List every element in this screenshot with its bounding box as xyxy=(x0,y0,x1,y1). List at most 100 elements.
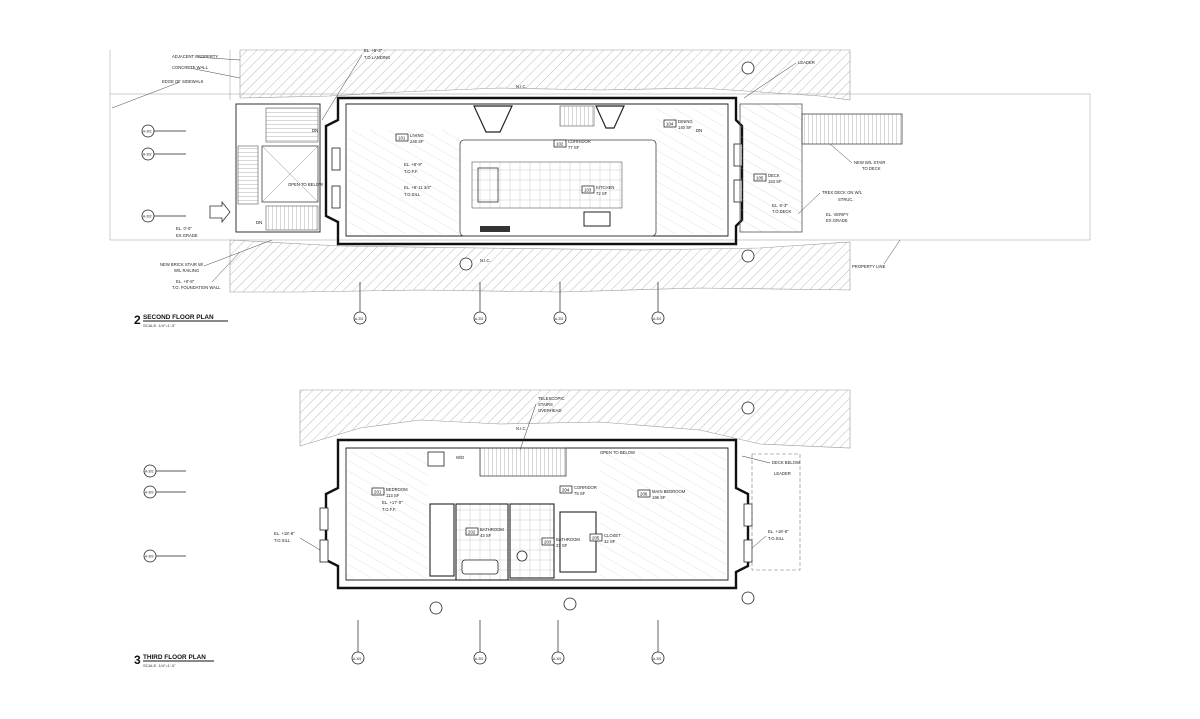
note-nic-top: N.I.C. xyxy=(516,84,527,89)
svg-text:2: 2 xyxy=(134,313,141,327)
window xyxy=(743,503,753,527)
section-bubble-3f-1: A-301 xyxy=(351,620,365,665)
grid-bubble xyxy=(741,249,755,263)
room-tag-103: 103 KITCHEN 72 SF xyxy=(581,185,614,196)
svg-text:37 SF: 37 SF xyxy=(556,543,568,548)
svg-text:SCALE: 1/4"=1'-0": SCALE: 1/4"=1'-0" xyxy=(143,323,176,328)
note-open-to-below-3f: OPEN TO BELOW xyxy=(600,450,635,455)
svg-text:A-302: A-302 xyxy=(143,153,152,157)
svg-text:204: 204 xyxy=(562,488,570,493)
svg-text:A-302: A-302 xyxy=(145,470,154,474)
dining-floor-hatch xyxy=(656,108,724,234)
leader-line xyxy=(751,535,767,549)
svg-text:SCALE: 1/4"=1'-0": SCALE: 1/4"=1'-0" xyxy=(143,663,176,668)
svg-text:MAIN BEDROOM: MAIN BEDROOM xyxy=(652,489,686,494)
note-toff-3f: T.O.F.F. xyxy=(382,507,396,512)
note-wl-railing: W/L RAILING xyxy=(174,268,199,273)
note-adjacent-property: ADJACENT PROPERTY xyxy=(172,54,218,59)
stair-treads xyxy=(265,107,319,143)
note-edge-of-sidewalk: EDGE OF SIDEWALK xyxy=(162,79,204,84)
note-nic-3f: N.I.C. xyxy=(516,426,527,431)
svg-text:A-302: A-302 xyxy=(143,215,152,219)
note-struc: STRUC. xyxy=(838,197,854,202)
grid-bubble xyxy=(741,591,755,605)
exterior-wall-3f xyxy=(324,438,750,590)
svg-text:102: 102 xyxy=(556,142,564,147)
dn-label: DN xyxy=(256,220,262,225)
svg-text:206: 206 xyxy=(640,492,648,497)
chimney-chase xyxy=(595,105,625,129)
elevation-bubble-left-3: A-302 xyxy=(141,209,186,223)
svg-text:205: 205 xyxy=(592,536,600,541)
new-wl-stair xyxy=(801,113,903,145)
svg-text:203: 203 xyxy=(544,540,552,545)
elevation-bubble-left-3f-1: A-302 xyxy=(143,464,186,478)
closet-201 xyxy=(429,503,455,577)
section-bubble-3: A-301 xyxy=(553,282,567,325)
window xyxy=(331,147,341,171)
note-property-line: PROPERTY LINE xyxy=(852,264,886,269)
elevation-bubble-left-2: A-302 xyxy=(141,147,186,161)
note-nic-bottom: N.I.C. xyxy=(480,258,491,263)
note-el-verify: EL. VERIFY xyxy=(826,212,849,217)
third-floor-plan: TELESCOPIC STAIRS OVERHEAD N.I.C. OPEN T… xyxy=(134,389,851,668)
plan-title-2: 2 SECOND FLOOR PLAN SCALE: 1/4"=1'-0" xyxy=(134,313,228,328)
room-tag-202: 202 BATHROOM 43 SF xyxy=(465,527,504,538)
svg-text:A-301: A-301 xyxy=(475,657,484,661)
svg-text:43 SF: 43 SF xyxy=(480,533,492,538)
leader-line xyxy=(829,143,853,164)
leader-line xyxy=(111,81,181,109)
section-bubble-3f-3: A-301 xyxy=(551,620,565,665)
void-diagonal xyxy=(261,145,319,203)
leader-line xyxy=(195,56,241,61)
living-floor-hatch xyxy=(348,130,460,234)
svg-text:113 SF: 113 SF xyxy=(386,493,400,498)
svg-text:A-301: A-301 xyxy=(555,317,564,321)
section-bubble-2: A-301 xyxy=(473,282,487,325)
note-to-deck-stair: TO DECK xyxy=(862,166,881,171)
svg-text:72 SF: 72 SF xyxy=(596,191,608,196)
bathtub xyxy=(461,559,499,575)
leader-line xyxy=(211,251,241,283)
window xyxy=(319,539,329,563)
window xyxy=(743,539,753,563)
note-el-ext-grade: EL. 0'-0" xyxy=(176,226,192,231)
svg-text:LIVING: LIVING xyxy=(410,133,424,138)
telescopic-stair xyxy=(479,447,567,477)
note-new-brick-stair: NEW BRICK STAIR W/ xyxy=(160,262,204,267)
note-ext-grade: EX.GRADE xyxy=(176,233,198,238)
room-tag-205: 205 CLOSET 32 SF xyxy=(589,533,621,544)
trex-deck xyxy=(739,103,803,233)
washer-dryer xyxy=(427,451,445,467)
svg-text:101: 101 xyxy=(398,136,406,141)
grid-bubble xyxy=(741,61,755,75)
adjacent-property-hatch-3f xyxy=(299,389,851,449)
svg-text:BATHROOM: BATHROOM xyxy=(556,537,580,542)
svg-text:SECOND FLOOR PLAN: SECOND FLOOR PLAN xyxy=(143,314,214,321)
main-bedroom-floor-hatch xyxy=(600,452,726,578)
note-concrete-wall: CONCRETE WALL xyxy=(172,65,209,70)
note-telescopic: TELESCOPIC xyxy=(538,396,565,401)
note-to-sill-left: T.O.SILL xyxy=(274,538,291,543)
svg-text:A-301: A-301 xyxy=(353,657,362,661)
grid-bubble xyxy=(459,257,473,271)
cabinet xyxy=(480,226,510,232)
room-tag-102: 102 CORRIDOR 77 SF xyxy=(553,139,591,150)
svg-text:CLOSET: CLOSET xyxy=(604,533,621,538)
svg-text:196 SF: 196 SF xyxy=(652,495,666,500)
svg-text:A-301: A-301 xyxy=(653,317,662,321)
svg-text:248 SF: 248 SF xyxy=(410,139,424,144)
svg-text:BEDROOM: BEDROOM xyxy=(386,487,408,492)
leader-line xyxy=(203,239,273,267)
toilet xyxy=(516,550,528,562)
svg-text:77 SF: 77 SF xyxy=(568,145,580,150)
range xyxy=(583,211,611,227)
note-open-to-below: OPEN TO BELOW xyxy=(288,182,323,187)
note-el-toff-3f: EL. +17'-0" xyxy=(382,500,403,505)
adjacent-property-hatch-top xyxy=(239,49,851,101)
interior-wall-line-2f xyxy=(345,103,729,237)
note-new-wl-stair: NEW W/L STAIR xyxy=(854,160,885,165)
grid-bubble xyxy=(563,597,577,611)
note-toff: T.O.F.F. xyxy=(404,169,418,174)
